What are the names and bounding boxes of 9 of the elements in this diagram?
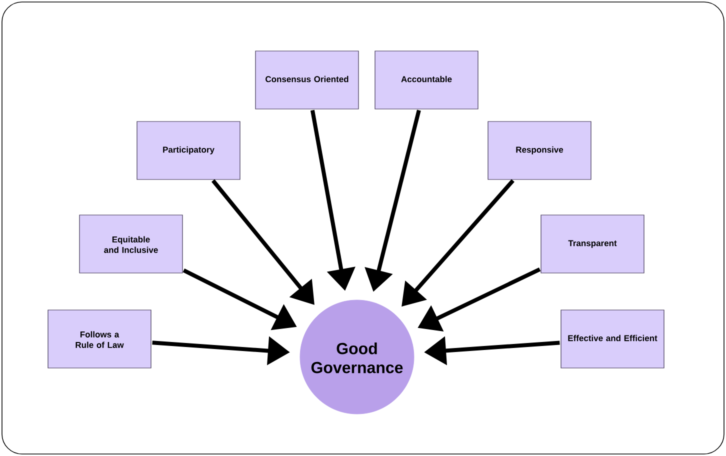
process-box: Participatory: [136, 121, 240, 180]
process-box: Accountable: [374, 50, 478, 110]
process-box: Follows a Rule of Law: [48, 310, 152, 368]
circle-node: Good Governance: [300, 300, 414, 414]
process-box: Responsive: [488, 121, 592, 180]
process-box: Effective and Efficient: [560, 310, 664, 368]
process-box: Transparent: [540, 214, 644, 274]
process-box: Consensus Oriented: [255, 50, 359, 110]
process-box: Equitable and Inclusive: [79, 214, 183, 274]
